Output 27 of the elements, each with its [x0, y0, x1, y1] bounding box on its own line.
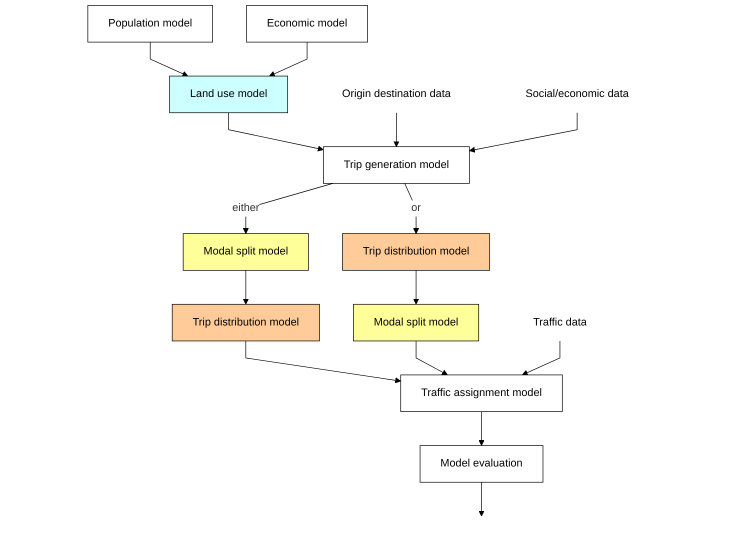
arrow [242, 270, 249, 305]
node-box: Trip generation model [323, 146, 470, 184]
arrow [478, 482, 484, 516]
arrow [469, 112, 578, 153]
arrow [269, 42, 308, 77]
node-text: Origin destination data [342, 88, 451, 100]
arrow [478, 411, 484, 446]
arrow [150, 42, 188, 77]
edge-label: or [411, 202, 421, 214]
node-box: Population model [88, 5, 213, 42]
edge-label: either [232, 202, 260, 214]
node-box: Modal split model [353, 304, 480, 342]
arrow [413, 270, 420, 305]
arrow [393, 112, 400, 147]
arrow [416, 340, 448, 376]
node-text: Social/economic data [525, 88, 629, 100]
node-box: Trip distribution model [342, 233, 490, 271]
node-box: Model evaluation [420, 445, 544, 483]
arrow [228, 112, 324, 152]
node-text: Traffic data [533, 316, 587, 328]
node-box: Land use model [169, 76, 288, 114]
arrow [245, 340, 401, 384]
node-box: Economic model [246, 5, 368, 42]
node-box: Traffic assignment model [400, 374, 563, 412]
arrow [522, 340, 560, 376]
node-box: Modal split model [182, 233, 309, 271]
node-box: Trip distribution model [172, 304, 320, 342]
